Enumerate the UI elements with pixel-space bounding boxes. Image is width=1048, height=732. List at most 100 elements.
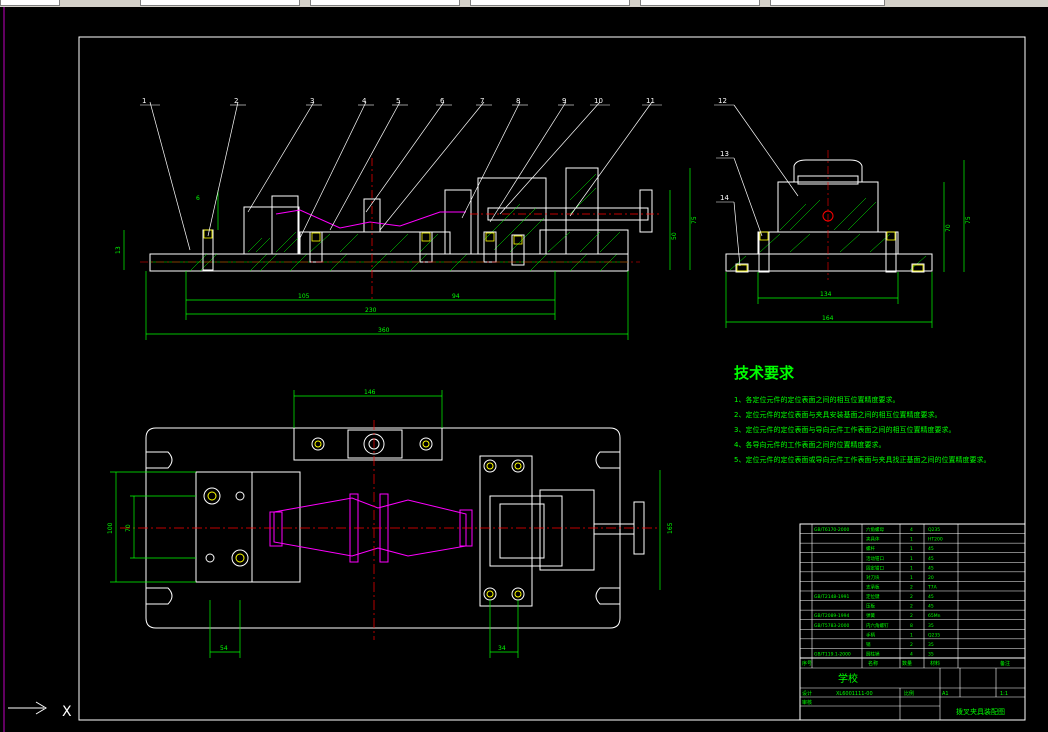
side-dim-134: 134 <box>820 291 832 298</box>
parts-row-qty: 2 <box>910 613 913 619</box>
parts-row-material: 20 <box>928 575 934 581</box>
sheet-size: A1 <box>942 691 949 697</box>
tab-6[interactable] <box>770 0 885 6</box>
tab-4[interactable] <box>470 0 630 6</box>
top-dim-70: 70 <box>125 524 132 532</box>
parts-row-material: 35 <box>928 623 934 629</box>
drawing-number: XL6001111-00 <box>836 691 873 697</box>
tech-item-1: 1、各定位元件的定位表面之间的相互位置精度要求。 <box>734 395 899 404</box>
parts-row-name: 支承板 <box>866 583 880 590</box>
tech-item-2: 2、定位元件的定位表面与夹具安装基面之间的相互位置精度要求。 <box>734 410 941 419</box>
dim-50: 50 <box>671 232 678 240</box>
parts-row-qty: 4 <box>910 527 913 533</box>
parts-row-qty: 4 <box>910 651 913 657</box>
parts-row-qty: 2 <box>910 584 913 590</box>
label-qty: 数量 <box>902 660 912 667</box>
parts-row-material: 65Mn <box>928 613 941 619</box>
parts-row-material: 35 <box>928 642 934 648</box>
balloon-2: 2 <box>234 97 238 105</box>
parts-row-qty: 1 <box>910 575 913 581</box>
parts-row-material: 45 <box>928 594 934 600</box>
technical-requirements: 技术要求 1、各定位元件的定位表面之间的相互位置精度要求。 2、定位元件的定位表… <box>734 364 990 464</box>
drawing-title: 拨叉夹具装配图 <box>956 707 1005 716</box>
parts-row-material: 45 <box>928 604 934 610</box>
label-seq: 序号 <box>802 660 812 667</box>
drawing-frame <box>78 36 1026 721</box>
dim-230: 230 <box>365 307 377 314</box>
label-material: 材料 <box>930 660 940 667</box>
parts-row-standard: GB/T6170-2000 <box>814 527 850 533</box>
parts-row-material: 45 <box>928 556 934 562</box>
parts-row-material: 45 <box>928 565 934 571</box>
parts-row-qty: 2 <box>910 642 913 648</box>
tech-item-4: 4、各导向元件的工作表面之间的位置精度要求。 <box>734 440 885 449</box>
top-view: 146 100 70 165 54 34 <box>107 389 674 658</box>
parts-row-standard: GB/T2148-1991 <box>814 594 850 600</box>
tab-1[interactable] <box>0 0 60 6</box>
parts-row-material: Q235 <box>928 527 940 533</box>
parts-row-name: 内六角螺钉 <box>866 622 889 629</box>
label-check: 审核 <box>802 699 812 706</box>
parts-row-name: 夹具体 <box>866 536 880 543</box>
balloon-13: 13 <box>720 150 729 158</box>
parts-row-qty: 8 <box>910 623 913 629</box>
parts-row-name: 压板 <box>866 603 875 610</box>
window-tab-strip <box>0 0 1048 7</box>
balloon-4: 4 <box>362 97 367 105</box>
balloon-10: 10 <box>594 97 603 105</box>
balloon-6: 6 <box>440 97 445 105</box>
parts-row-name: 定位键 <box>866 593 880 600</box>
balloon-numbers: 1 2 3 4 5 6 7 8 9 10 11 12 13 14 <box>142 97 729 202</box>
parts-row-material: 35 <box>928 651 934 657</box>
top-dim-100: 100 <box>107 522 114 534</box>
parts-row-qty: 2 <box>910 604 913 610</box>
balloon-5: 5 <box>396 97 400 105</box>
label-name: 名称 <box>868 660 878 667</box>
balloon-12: 12 <box>718 97 727 105</box>
dim-13: 13 <box>115 246 122 254</box>
parts-row-material: HT200 <box>928 537 943 543</box>
balloon-7: 7 <box>480 97 484 105</box>
tech-title: 技术要求 <box>734 364 795 382</box>
balloon-8: 8 <box>516 97 520 105</box>
balloon-9: 9 <box>562 97 566 105</box>
base-plate <box>149 253 629 272</box>
cad-drawing-canvas[interactable]: 105 94 230 360 13 50 75 6 1 2 3 4 5 6 7 <box>0 7 1048 732</box>
svg-text:X: X <box>62 704 72 720</box>
dim-105: 105 <box>298 293 310 300</box>
parts-row-qty: 2 <box>910 594 913 600</box>
parts-row-name: 圆柱销 <box>866 650 880 657</box>
side-dim-164: 164 <box>822 315 834 322</box>
dim-94: 94 <box>452 293 460 300</box>
top-dim-165: 165 <box>667 522 674 534</box>
scale-value: 1:1 <box>1000 691 1008 697</box>
top-dim-34: 34 <box>498 645 506 652</box>
side-view: 134 164 70 75 <box>725 104 972 328</box>
parts-row-qty: 1 <box>910 632 913 638</box>
tab-2[interactable] <box>140 0 300 6</box>
label-scale: 比例 <box>904 690 914 697</box>
side-dim-75: 75 <box>965 216 972 224</box>
parts-row-standard: GB/T2089-1994 <box>814 613 850 619</box>
parts-row-standard: GB/T5783-2000 <box>814 623 850 629</box>
ucs-icon: X <box>8 701 72 720</box>
tab-3[interactable] <box>310 0 460 6</box>
label-note: 备注 <box>1000 660 1010 667</box>
dim-75: 75 <box>691 216 698 224</box>
parts-row-name: 手柄 <box>866 631 875 638</box>
balloon-14: 14 <box>720 194 729 202</box>
parts-row-standard: GB/T119.1-2000 <box>814 651 851 657</box>
tab-5[interactable] <box>640 0 760 6</box>
parts-row-material: Q235 <box>928 632 940 638</box>
parts-row-material: 45 <box>928 546 934 552</box>
parts-row-name: 螺杆 <box>866 545 875 552</box>
front-view: 105 94 230 360 13 50 75 6 <box>115 101 698 340</box>
parts-row-qty: 1 <box>910 537 913 543</box>
balloon-11: 11 <box>646 97 655 105</box>
top-dim-146: 146 <box>364 389 376 396</box>
dim-6: 6 <box>196 195 200 202</box>
parts-row-name: 六角螺母 <box>866 526 884 533</box>
parts-row-name: 活动钳口 <box>866 555 884 562</box>
parts-row-qty: 1 <box>910 556 913 562</box>
